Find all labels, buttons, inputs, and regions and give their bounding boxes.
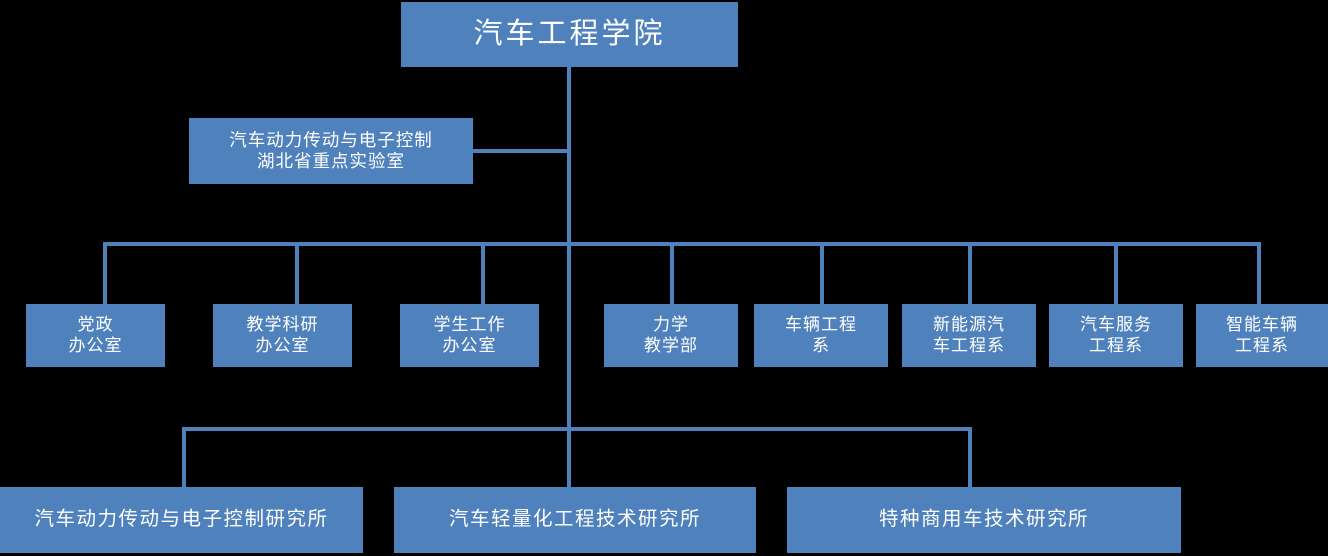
org-node-department-1[interactable]: 党政 办公室 [26,304,165,367]
org-node-institute-2[interactable]: 汽车轻量化工程技术研究所 [394,487,756,553]
org-node-root[interactable]: 汽车工程学院 [401,2,738,67]
connector-trunk-dept-to-inst-bus [567,242,571,487]
connector-inst-bus [182,427,972,431]
connector-dept-bus [103,242,1260,246]
org-node-department-8[interactable]: 智能车辆 工程系 [1196,304,1328,367]
org-node-department-5[interactable]: 车辆工程 系 [754,304,888,367]
connector-drop-inst-1 [182,427,186,487]
connector-drop-dept-1 [103,242,107,304]
org-node-department-3[interactable]: 学生工作 办公室 [400,304,539,367]
org-node-department-2[interactable]: 教学科研 办公室 [213,304,352,367]
connector-drop-dept-3 [481,242,485,304]
connector-drop-dept-8 [1257,242,1261,304]
org-node-institute-1[interactable]: 汽车动力传动与电子控制研究所 [0,487,363,553]
org-node-department-4[interactable]: 力学 教学部 [604,304,738,367]
connector-drop-inst-3 [968,427,972,487]
org-node-department-6[interactable]: 新能源汽 车工程系 [902,304,1036,367]
connector-drop-dept-7 [1114,242,1118,304]
org-node-department-7[interactable]: 汽车服务 工程系 [1049,304,1183,367]
org-node-institute-3[interactable]: 特种商用车技术研究所 [787,487,1181,553]
connector-drop-dept-2 [295,242,299,304]
connector-lab-branch [473,149,569,153]
connector-drop-dept-4 [670,242,674,304]
connector-drop-dept-6 [968,242,972,304]
connector-drop-dept-5 [820,242,824,304]
org-node-laboratory[interactable]: 汽车动力传动与电子控制 湖北省重点实验室 [189,118,473,184]
connector-trunk-root-to-dept-bus [567,65,571,244]
